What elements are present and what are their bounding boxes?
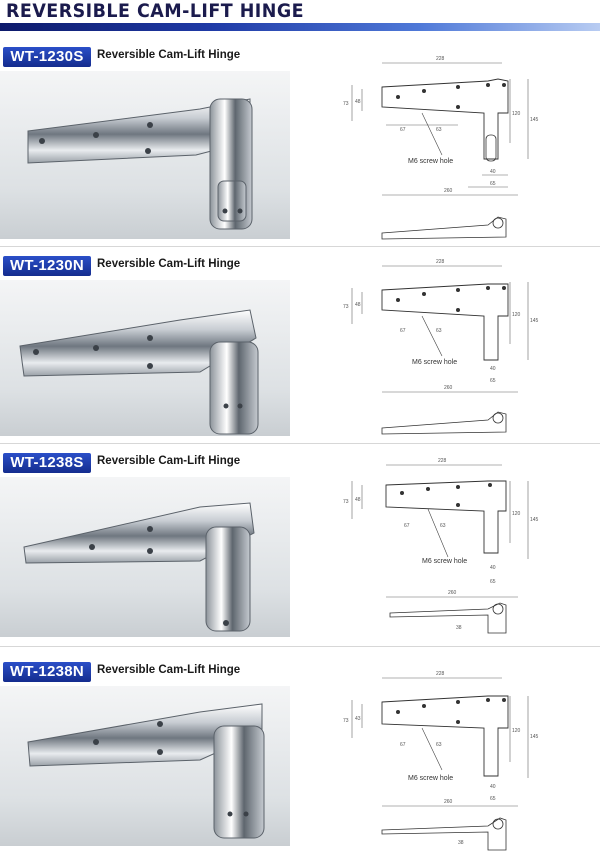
model-name: Reversible Cam-Lift Hinge [97, 49, 241, 61]
dim-hole-spacing-a: 67 [404, 523, 410, 529]
model-tag: WT-1230S [3, 47, 91, 67]
model-name: Reversible Cam-Lift Hinge [97, 455, 241, 467]
dim-total-length: 260 [444, 799, 453, 805]
section-divider [0, 246, 600, 247]
dim-overall-length: 228 [436, 259, 445, 265]
dimension-drawing: 228 260 73 48 67 63 120 145 40 65 M6 scr… [343, 458, 539, 634]
dim-hole-spacing-b: 63 [440, 523, 446, 529]
dim-height-outer: 73 [343, 304, 349, 310]
dim-overall-length: 228 [436, 56, 445, 62]
dim-total-length: 260 [444, 385, 453, 391]
product-section-wt-1238n: WT-1238N Reversible Cam-Lift Hinge [0, 662, 600, 852]
dim-height-inner: 43 [355, 716, 361, 722]
dim-leaf-height: 120 [512, 312, 521, 318]
hinge-photo-image [23, 502, 255, 632]
screw-hole-callout: M6 screw hole [408, 158, 453, 165]
dim-height-outer: 73 [343, 499, 349, 505]
dim-hole-spacing-b: 63 [436, 742, 442, 748]
dim-overall-height: 145 [530, 517, 539, 523]
dim-leaf-height: 120 [512, 111, 521, 117]
product-photo [0, 280, 290, 436]
dimension-drawing: 228 260 73 48 67 63 120 145 40 65 M6 scr… [343, 259, 539, 435]
dim-base-width: 65 [490, 378, 496, 384]
dim-leaf-height: 120 [512, 511, 521, 517]
model-tag: WT-1238N [3, 662, 91, 682]
dim-overall-length: 228 [436, 671, 445, 677]
model-tag: WT-1238S [3, 453, 91, 473]
product-section-wt-1238s: WT-1238S Reversible Cam-Lift Hinge [0, 453, 600, 645]
product-section-wt-1230n: WT-1230N Reversible Cam-Lift Hinge [0, 256, 600, 442]
section-divider [0, 443, 600, 444]
model-name: Reversible Cam-Lift Hinge [97, 258, 241, 270]
dim-side-offset: 38 [456, 625, 462, 631]
technical-drawing: 228 260 73 48 67 63 120 145 40 65 M6 scr… [338, 47, 560, 247]
hinge-photo-image [19, 309, 259, 435]
title-rule [0, 23, 600, 31]
screw-hole-callout: M6 screw hole [408, 775, 453, 782]
dim-height-inner: 48 [355, 99, 361, 105]
dim-overall-height: 145 [530, 734, 539, 740]
product-photo [0, 686, 290, 846]
model-tag: WT-1230N [3, 256, 91, 276]
section-divider [0, 646, 600, 647]
dim-hole-spacing-b: 63 [436, 127, 442, 133]
dim-base-width: 65 [490, 579, 496, 585]
dim-height-outer: 73 [343, 101, 349, 107]
model-name: Reversible Cam-Lift Hinge [97, 664, 241, 676]
dim-height-inner: 48 [355, 302, 361, 308]
technical-drawing: 228 260 73 43 67 63 120 145 40 65 M6 scr… [338, 662, 560, 853]
dim-height-inner: 48 [355, 497, 361, 503]
dim-height-outer: 73 [343, 718, 349, 724]
dim-barrel-width: 40 [490, 169, 496, 175]
technical-drawing: 228 260 73 48 67 63 120 145 40 65 M6 scr… [338, 252, 560, 452]
dim-hole-spacing-a: 67 [400, 742, 406, 748]
dim-hole-spacing-b: 63 [436, 328, 442, 334]
product-section-wt-1230s: WT-1230S Reversible Cam-Lift Hinge [0, 47, 600, 245]
dim-barrel-width: 40 [490, 366, 496, 372]
dim-barrel-width: 40 [490, 784, 496, 790]
dim-overall-length: 228 [438, 458, 447, 464]
dim-hole-spacing-a: 67 [400, 328, 406, 334]
dim-overall-height: 145 [530, 117, 539, 123]
product-photo [0, 477, 290, 637]
dim-side-offset: 38 [458, 840, 464, 846]
technical-drawing: 228 260 73 48 67 63 120 145 40 65 M6 scr… [338, 453, 560, 653]
dim-base-width: 65 [490, 181, 496, 187]
page-title: REVERSIBLE CAM-LIFT HINGE [6, 0, 305, 22]
hinge-photo-image [27, 703, 265, 839]
dimension-drawing: 228 260 73 43 67 63 120 145 40 65 M6 scr… [343, 671, 539, 851]
dim-total-length: 260 [448, 590, 457, 596]
screw-hole-callout: M6 screw hole [412, 359, 457, 366]
dim-base-width: 65 [490, 796, 496, 802]
product-photo [0, 71, 290, 239]
page-header: REVERSIBLE CAM-LIFT HINGE [0, 0, 600, 34]
dim-hole-spacing-a: 67 [400, 127, 406, 133]
dim-barrel-width: 40 [490, 565, 496, 571]
dim-total-length: 260 [444, 188, 453, 194]
dim-leaf-height: 120 [512, 728, 521, 734]
screw-hole-callout: M6 screw hole [422, 558, 467, 565]
dim-overall-height: 145 [530, 318, 539, 324]
hinge-photo-image [27, 98, 253, 230]
dimension-drawing: 228 260 73 48 67 63 120 145 40 65 M6 scr… [343, 56, 539, 240]
